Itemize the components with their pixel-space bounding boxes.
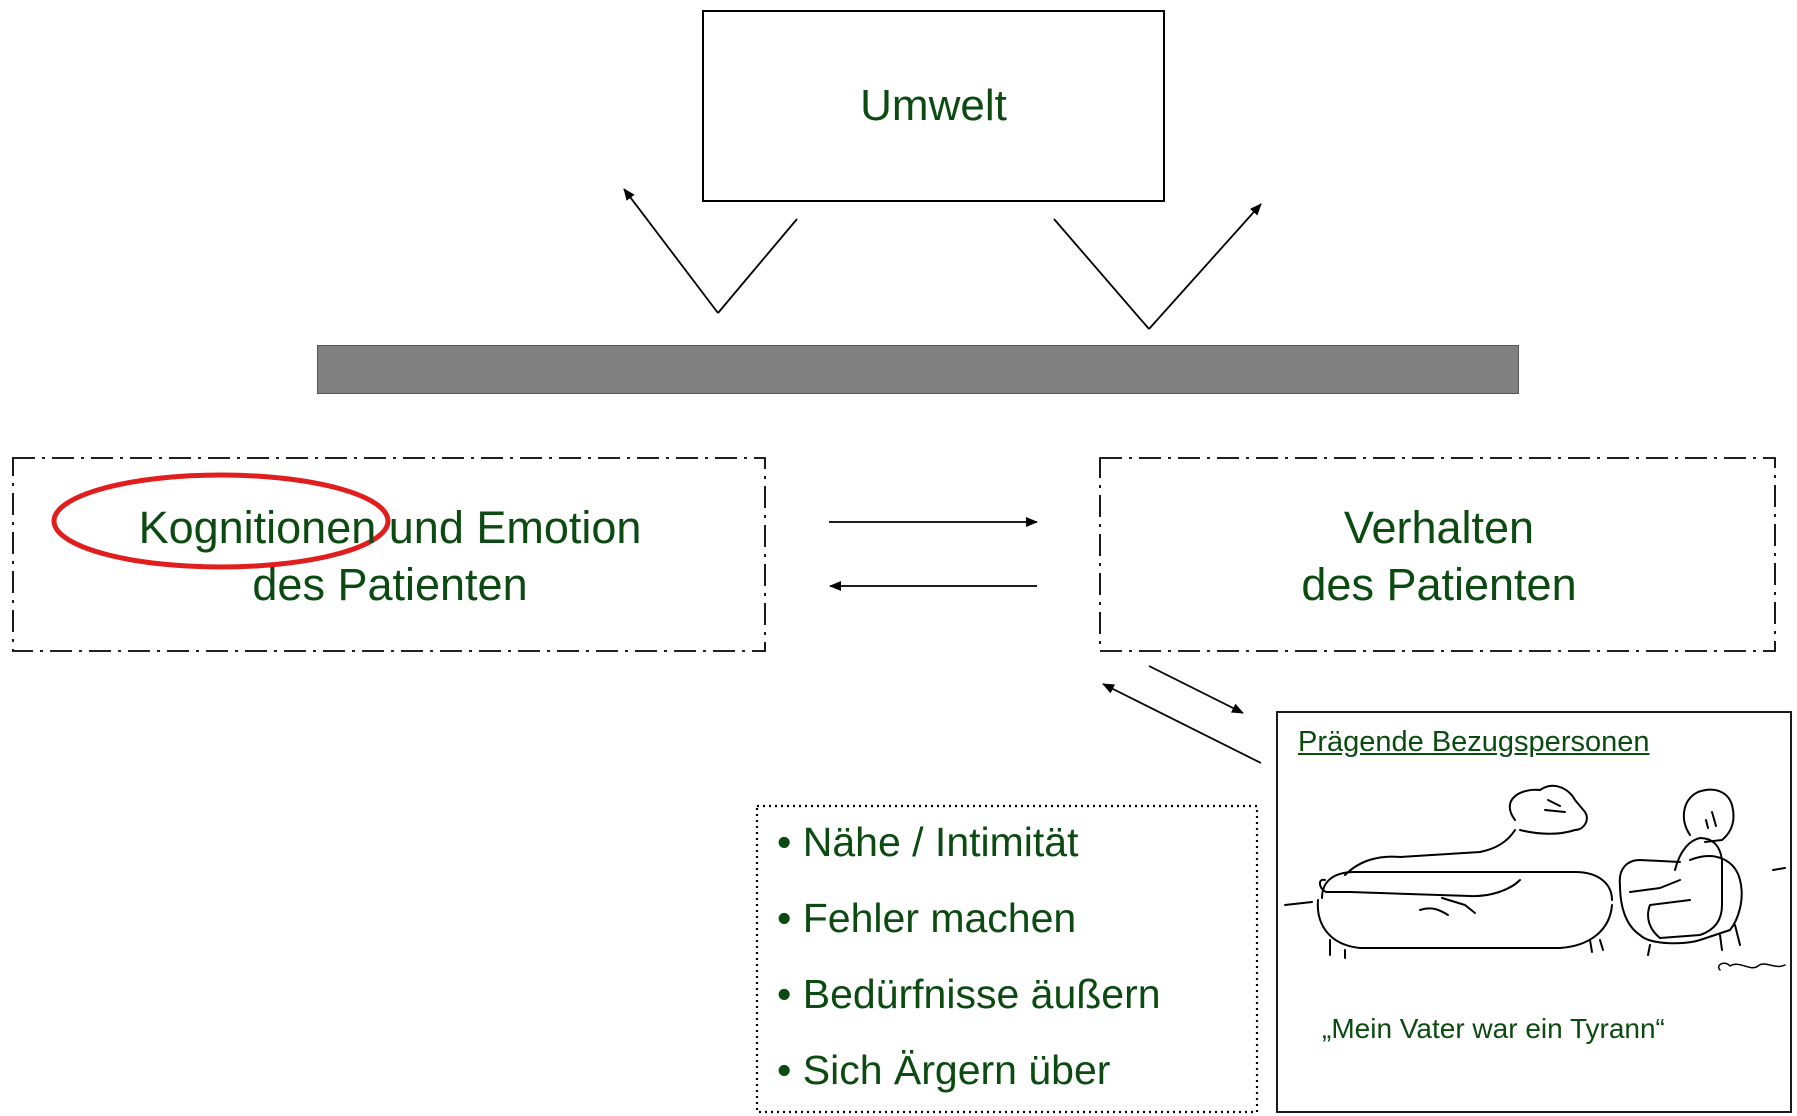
separator-bar [317,345,1519,394]
arrow-to-reference [1148,665,1244,714]
arrow-from-reference [1102,683,1262,764]
behavior-label: Verhalten des Patienten [1100,499,1778,613]
umwelt-box: Umwelt [702,10,1165,202]
list-item: • Sich Ärgern über [777,1047,1111,1093]
cartoon-illustration [1284,784,1786,971]
cognition-label: Kognitionen und Emotion des Patienten [15,499,765,613]
list-item: • Fehler machen [777,895,1077,941]
reference-panel-title: Prägende Bezugspersonen [1298,726,1650,758]
situations-list: • Nähe / Intimität • Fehler machen • Bed… [777,804,1161,1108]
list-item: • Nähe / Intimität [777,819,1079,865]
reference-panel-frame [1276,711,1792,1113]
cognition-line-1: Kognitionen und Emotion [138,502,642,553]
behavior-line-2: des Patienten [1301,559,1577,610]
v-arrow-left [623,188,798,314]
list-item: • Bedürfnisse äußern [777,971,1161,1017]
umwelt-label: Umwelt [860,81,1007,130]
reference-panel-quote: „Mein Vater war ein Tyrann“ [1322,1013,1665,1044]
cognition-line-2: des Patienten [252,559,528,610]
v-arrow-right [1053,203,1262,330]
behavior-line-1: Verhalten [1343,502,1535,553]
